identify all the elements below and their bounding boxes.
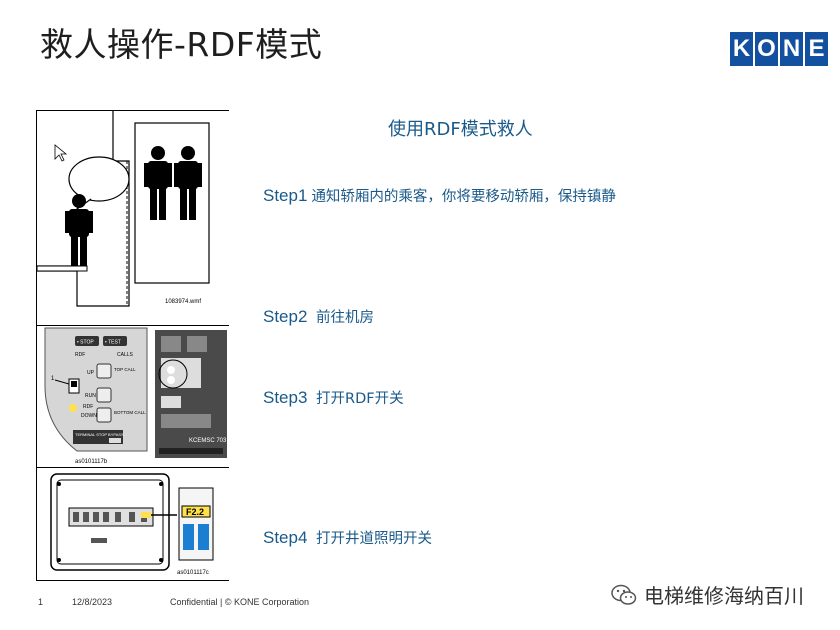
svg-text:UP: UP <box>87 370 95 376</box>
figure-rdf-panel: • STOP • TEST RDF CALLS UP TOP CALL 1 RU… <box>36 325 229 469</box>
step-label: Step1 <box>263 186 308 205</box>
logo-letter: O <box>755 32 778 66</box>
svg-text:RDF: RDF <box>83 404 93 410</box>
watermark: 电梯维修海纳百川 <box>610 580 804 609</box>
svg-text:TOP CALL: TOP CALL <box>114 367 136 372</box>
watermark-text: 电梯维修海纳百川 <box>644 584 804 608</box>
logo-letter: N <box>780 32 803 66</box>
fig3-caption: as0101117c <box>177 570 209 576</box>
fig2-caption: as0101117b <box>75 459 108 465</box>
svg-text:CALLS: CALLS <box>117 352 134 358</box>
step-text: 打开RDF开关 <box>316 391 404 407</box>
svg-text:RDF: RDF <box>75 352 85 358</box>
step-3: Step3 打开RDF开关 <box>263 387 404 408</box>
figure-switch-box: F2.2 as0101117c <box>36 467 229 581</box>
page-number: 1 <box>38 597 44 607</box>
kone-logo: K O N E <box>730 32 828 66</box>
svg-text:BOTTOM CALL: BOTTOM CALL <box>114 410 146 415</box>
subtitle: 使用RDF模式救人 <box>388 119 533 140</box>
step-4: Step4 打开井道照明开关 <box>263 527 432 548</box>
svg-text:TERMINAL STOP BYPASS: TERMINAL STOP BYPASS <box>75 432 124 437</box>
svg-text:RUN: RUN <box>85 393 96 399</box>
fig1-caption: 1083974.wmf <box>165 299 201 305</box>
footer-date: 12/8/2023 <box>72 597 113 607</box>
step-2: Step2 前往机房 <box>263 306 374 327</box>
slide-title: 救人操作-RDF模式 <box>40 25 323 64</box>
step-label: Step3 <box>263 388 308 407</box>
step-text: 通知轿厢内的乘客，你将要移动轿厢，保持镇静 <box>311 189 616 205</box>
wechat-icon <box>611 584 637 605</box>
footer-confidential: Confidential | © KONE Corporation <box>170 597 310 607</box>
svg-text:1: 1 <box>51 376 55 382</box>
step-text: 打开井道照明开关 <box>316 531 433 547</box>
svg-text:• TEST: • TEST <box>105 340 121 346</box>
svg-text:KCEMSC 703: KCEMSC 703 <box>189 438 227 444</box>
svg-text:DOWN: DOWN <box>81 413 97 419</box>
step-text: 前往机房 <box>316 310 375 326</box>
figure-passengers: 1083974.wmf <box>36 110 229 327</box>
step-label: Step2 <box>263 307 308 326</box>
step-label: Step4 <box>263 528 308 547</box>
logo-letter: E <box>805 32 828 66</box>
logo-letter: K <box>730 32 753 66</box>
svg-text:• STOP: • STOP <box>77 340 94 346</box>
f22-label: F2.2 <box>186 507 204 517</box>
